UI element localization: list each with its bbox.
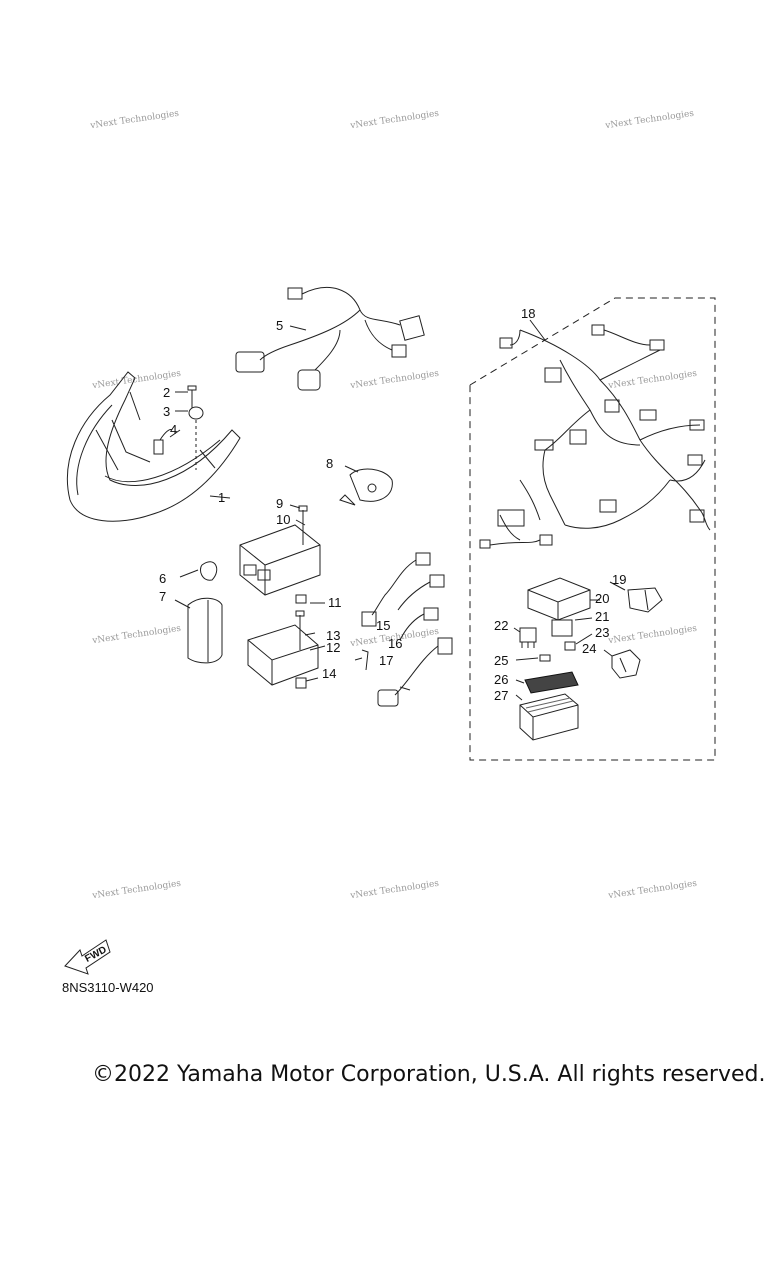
callout-8: 8 bbox=[326, 456, 333, 471]
bolt bbox=[187, 385, 197, 408]
horn bbox=[339, 468, 393, 506]
fuse bbox=[564, 641, 576, 651]
sub-wire-harness bbox=[235, 286, 425, 391]
callout-25: 25 bbox=[494, 653, 508, 668]
callout-10: 10 bbox=[276, 512, 290, 527]
main-harness-box bbox=[469, 297, 716, 761]
callout-15: 15 bbox=[376, 618, 390, 633]
callout-16: 16 bbox=[388, 636, 402, 651]
relay bbox=[551, 619, 573, 637]
copyright-notice: ©2022 Yamaha Motor Corporation, U.S.A. A… bbox=[92, 1062, 766, 1087]
callout-12: 12 bbox=[326, 640, 340, 655]
fuse-label bbox=[524, 671, 579, 694]
callout-5: 5 bbox=[276, 318, 283, 333]
control-unit bbox=[247, 610, 319, 689]
forward-arrow-icon bbox=[64, 939, 111, 975]
callout-1: 1 bbox=[218, 490, 225, 505]
clamp-band bbox=[199, 561, 218, 581]
callout-13: 13 bbox=[326, 628, 340, 643]
callout-19: 19 bbox=[612, 572, 626, 587]
callout-21: 21 bbox=[595, 609, 609, 624]
callout-4: 4 bbox=[170, 422, 177, 437]
callout-2: 2 bbox=[163, 385, 170, 400]
diagram-part-code: 8NS3110-W420 bbox=[62, 980, 154, 995]
callout-22: 22 bbox=[494, 618, 508, 633]
callout-9: 9 bbox=[276, 496, 283, 511]
relay-small bbox=[519, 627, 537, 648]
callout-27: 27 bbox=[494, 688, 508, 703]
main-wire-harness bbox=[479, 324, 711, 549]
callout-6: 6 bbox=[159, 571, 166, 586]
ecu-unit bbox=[239, 505, 321, 596]
coupler bbox=[627, 587, 663, 613]
starter-relay bbox=[611, 649, 641, 679]
fuse-box bbox=[519, 693, 579, 741]
fuse-clip bbox=[539, 654, 551, 662]
fuse-box-cover bbox=[527, 577, 591, 621]
callout-24: 24 bbox=[582, 641, 596, 656]
headlight-cowl bbox=[66, 371, 241, 522]
bulb-socket bbox=[153, 429, 173, 455]
callout-3: 3 bbox=[163, 404, 170, 419]
damper bbox=[295, 594, 307, 604]
callout-26: 26 bbox=[494, 672, 508, 687]
callout-20: 20 bbox=[595, 591, 609, 606]
callout-7: 7 bbox=[159, 589, 166, 604]
grommet bbox=[188, 406, 204, 420]
callout-23: 23 bbox=[595, 625, 609, 640]
callout-14: 14 bbox=[322, 666, 336, 681]
callout-18: 18 bbox=[521, 306, 535, 321]
callout-17: 17 bbox=[379, 653, 393, 668]
protector-sleeve bbox=[187, 597, 223, 664]
lead-wire bbox=[361, 552, 453, 707]
callout-11: 11 bbox=[328, 595, 342, 610]
